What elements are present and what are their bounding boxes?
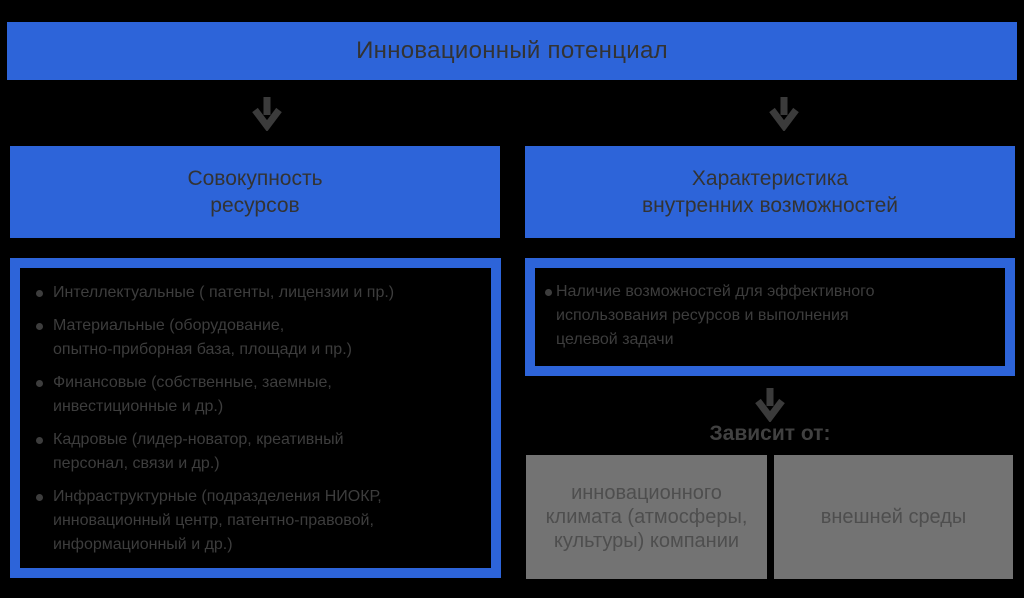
list-item-text: Наличие возможностей для эффективного ис… — [556, 283, 875, 348]
down-arrow-icon — [252, 97, 282, 131]
resources-list-box: Интеллектуальные ( патенты, лицензии и п… — [10, 258, 501, 578]
list-item: Материальные (оборудование, опытно-прибо… — [36, 314, 451, 362]
bullet-icon — [36, 494, 43, 501]
list-item: Кадровые (лидер-новатор, креативный перс… — [36, 428, 451, 476]
list-item: Финансовые (собственные, заемные, инвест… — [36, 371, 451, 419]
bullet-icon — [545, 289, 552, 296]
list-item: Инфраструктурные (подразделения НИОКР, и… — [36, 485, 451, 557]
list-item: Наличие возможностей для эффективного ис… — [545, 280, 945, 352]
bullet-icon — [36, 323, 43, 330]
bullet-icon — [36, 437, 43, 444]
resources-header: Совокупность ресурсов — [10, 146, 500, 238]
list-item-text: Материальные (оборудование, опытно-прибо… — [53, 317, 352, 358]
capabilities-list: Наличие возможностей для эффективного ис… — [535, 268, 1005, 352]
list-item: Интеллектуальные ( патенты, лицензии и п… — [36, 281, 451, 305]
factor-external-environment: внешней среды — [774, 455, 1013, 579]
down-arrow-icon — [755, 388, 785, 422]
list-item-text: Инфраструктурные (подразделения НИОКР, и… — [53, 488, 382, 553]
list-item-text: Интеллектуальные ( патенты, лицензии и п… — [53, 284, 395, 301]
list-item-text: Кадровые (лидер-новатор, креативный перс… — [53, 431, 344, 472]
bullet-icon — [36, 380, 43, 387]
resources-header-text: Совокупность ресурсов — [187, 166, 323, 217]
capabilities-header-text: Характеристика внутренних возможностей — [642, 166, 898, 217]
capabilities-header: Характеристика внутренних возможностей — [525, 146, 1015, 238]
factor-text: внешней среды — [820, 506, 967, 528]
depends-label: Зависит от: — [709, 422, 831, 445]
factor-text: инновационного климата (атмосферы, культ… — [545, 482, 748, 552]
resources-list: Интеллектуальные ( патенты, лицензии и п… — [20, 268, 491, 557]
title-text: Инновационный потенциал — [356, 37, 668, 64]
factor-innovation-climate: инновационного климата (атмосферы, культ… — [526, 455, 767, 579]
list-item-text: Финансовые (собственные, заемные, инвест… — [53, 374, 332, 415]
bullet-icon — [36, 290, 43, 297]
down-arrow-icon — [769, 97, 799, 131]
title-banner: Инновационный потенциал — [7, 22, 1017, 80]
capabilities-box: Наличие возможностей для эффективного ис… — [525, 258, 1015, 376]
